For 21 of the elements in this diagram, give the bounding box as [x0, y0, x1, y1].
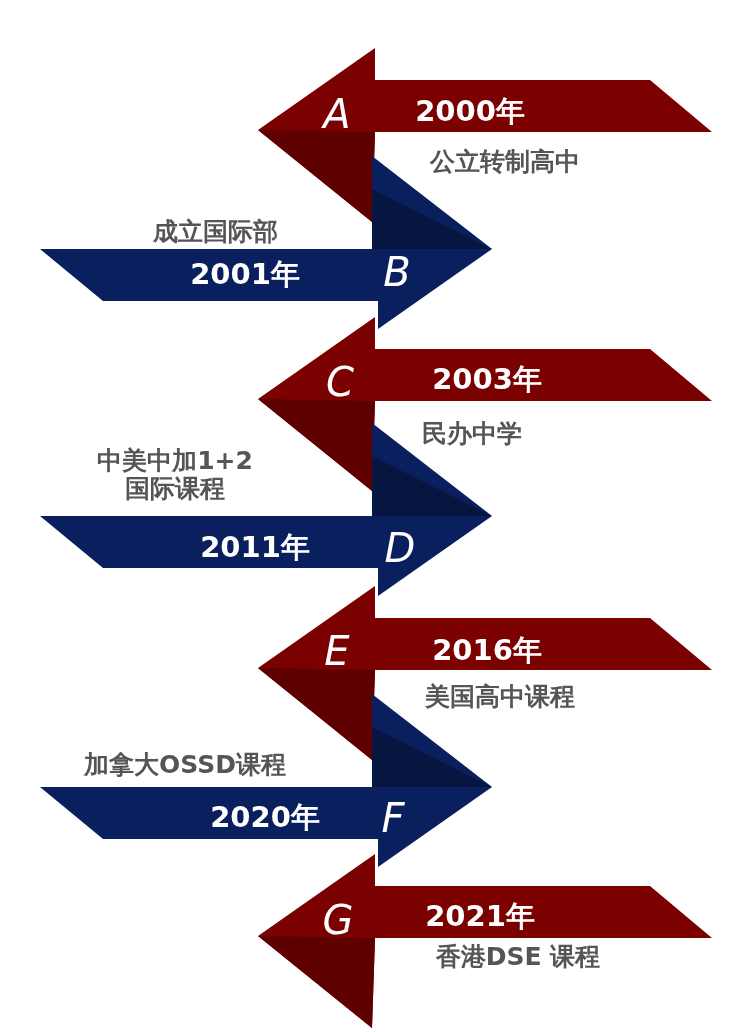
year-label: 2020年: [210, 802, 320, 834]
caption-text: 成立国际部: [151, 218, 279, 246]
step-letter: B: [383, 250, 411, 294]
year-label: 2016年: [432, 635, 542, 667]
step-letter: C: [326, 360, 354, 404]
caption-text: 民办中学: [421, 420, 523, 448]
caption-text: 美国高中课程: [424, 683, 576, 711]
year-label: 2001年: [190, 259, 300, 291]
step-letter: G: [322, 898, 354, 942]
year-label: 2000年: [415, 96, 525, 128]
step-letter: E: [324, 629, 350, 673]
year-label: 2003年: [432, 364, 542, 396]
year-label: 2011年: [200, 532, 310, 564]
caption-text: 香港DSE 课程: [434, 943, 602, 971]
year-label: 2021年: [425, 901, 535, 933]
step-letter: D: [384, 526, 416, 570]
step-letter: F: [381, 796, 405, 840]
caption-text: 中美中加1+2 国际课程: [96, 446, 254, 502]
caption-text: 公立转制高中: [428, 148, 581, 176]
step-letter: A: [323, 92, 351, 136]
caption-text: 加拿大OSSD课程: [82, 751, 287, 779]
